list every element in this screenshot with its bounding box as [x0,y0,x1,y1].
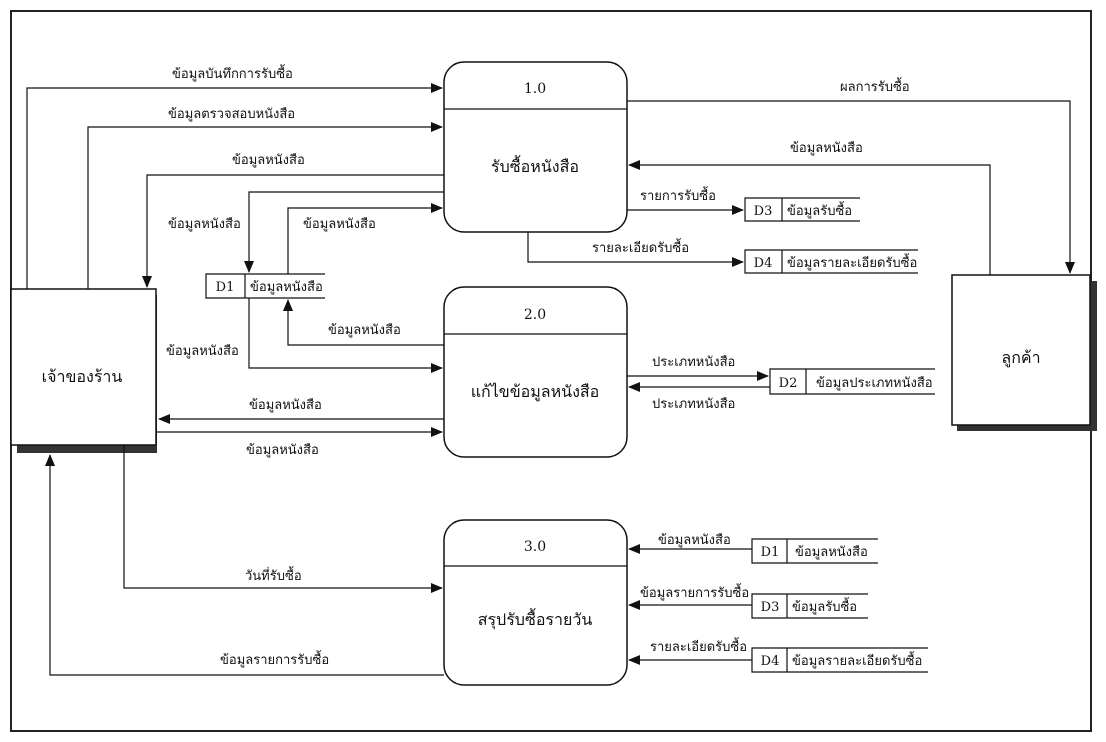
flow-label-1: ข้อมูลบันทึกการรับซื้อ [172,64,293,82]
flow-line-9 [527,232,744,267]
flow-line-5 [287,203,443,274]
flow-label-16: ข้อมูลหนังสือ [658,532,731,548]
entity-customer: ลูกค้า [951,274,1097,431]
entity-owner-label: เจ้าของร้าน [42,367,123,386]
store-d3-bottom: D3 ข้อมูลรับซื้อ [751,593,868,619]
flow-label-12: ประเภทหนังสือ [652,354,735,370]
flow-line-1 [26,83,443,289]
store-d4-bottom-name: ข้อมูลรายละเอียดรับซื้อ [792,651,922,669]
store-d3-top-name: ข้อมูลรับซื้อ [787,201,852,219]
flow-label-9: รายละเอียดรับซื้อ [592,238,689,256]
store-d3-top-id: D3 [754,204,773,219]
store-d2-id: D2 [779,376,798,391]
store-d4-top: D4 ข้อมูลรายละเอียดรับซื้อ [744,249,918,274]
entity-owner: เจ้าของร้าน [10,288,157,453]
flow-label-6: ผลการรับซื้อ [840,77,910,95]
flow-line-3 [142,174,444,288]
flow-label-19: ข้อมูลรายการรับซื้อ [220,650,329,668]
process-2-name: แก้ไขข้อมูลหนังสือ [471,382,600,402]
store-d1-top: D1 ข้อมูลหนังสือ [205,273,325,299]
store-d3-top: D3 ข้อมูลรับซื้อ [744,197,860,222]
flow-line-4 [244,191,444,273]
flow-label-18: ข้อมูลรายการรับซื้อ [640,583,749,601]
flow-label-2: ข้อมูลตรวจสอบหนังสือ [168,106,295,122]
store-d1-top-id: D1 [216,280,235,295]
process-2-number: 2.0 [524,307,546,323]
process-2: 2.0 แก้ไขข้อมูลหนังสือ [443,286,628,458]
store-d2: D2 ข้อมูลประเภทหนังสือ [769,368,935,395]
flow-line-7 [628,160,991,275]
flow-line-19 [45,454,444,676]
flow-label-17: วันที่รับซื้อ [245,566,302,584]
process-3-name: สรุปรับซื้อรายวัน [478,608,593,630]
process-3-number: 3.0 [524,539,546,555]
store-d4-top-name: ข้อมูลรายละเอียดรับซื้อ [787,253,917,271]
flow-label-20: รายละเอียดรับซื้อ [650,637,747,655]
process-1-name: รับซื้อหนังสือ [491,155,579,176]
store-d1-bottom-id: D1 [761,545,780,560]
store-d1-top-name: ข้อมูลหนังสือ [250,279,323,295]
store-d3-bottom-name: ข้อมูลรับซื้อ [792,597,857,615]
flow-label-7: ข้อมูลหนังสือ [790,140,863,156]
process-1: 1.0 รับซื้อหนังสือ [443,61,628,233]
store-d1-bottom-name: ข้อมูลหนังสือ [795,544,868,560]
flow-label-4: ข้อมูลหนังสือ [168,216,241,232]
flow-line-17 [123,445,443,593]
store-d4-bottom-id: D4 [761,654,780,669]
flow-label-5: ข้อมูลหนังสือ [303,216,376,232]
flow-label-3: ข้อมูลหนังสือ [232,152,305,168]
flow-line-2 [87,122,443,289]
store-d3-bottom-id: D3 [761,600,780,615]
flow-label-13: ประเภทหนังสือ [652,396,735,412]
flow-label-10: ข้อมูลหนังสือ [328,322,401,338]
store-d2-name: ข้อมูลประเภทหนังสือ [816,375,933,391]
flow-label-11: ข้อมูลหนังสือ [166,343,239,359]
store-d4-bottom: D4 ข้อมูลรายละเอียดรับซื้อ [751,647,928,673]
process-1-number: 1.0 [524,81,546,97]
store-d4-top-id: D4 [754,256,773,271]
process-3: 3.0 สรุปรับซื้อรายวัน [443,519,628,686]
flow-line-6 [627,100,1075,274]
flow-label-15: ข้อมูลหนังสือ [246,442,319,458]
entity-customer-label: ลูกค้า [1001,348,1040,368]
flow-label-14: ข้อมูลหนังสือ [249,397,322,413]
flow-label-8: รายการรับซื้อ [640,186,716,204]
store-d1-bottom: D1 ข้อมูลหนังสือ [751,538,878,564]
flow-line-11 [248,298,443,373]
flow-line-10 [283,299,444,346]
